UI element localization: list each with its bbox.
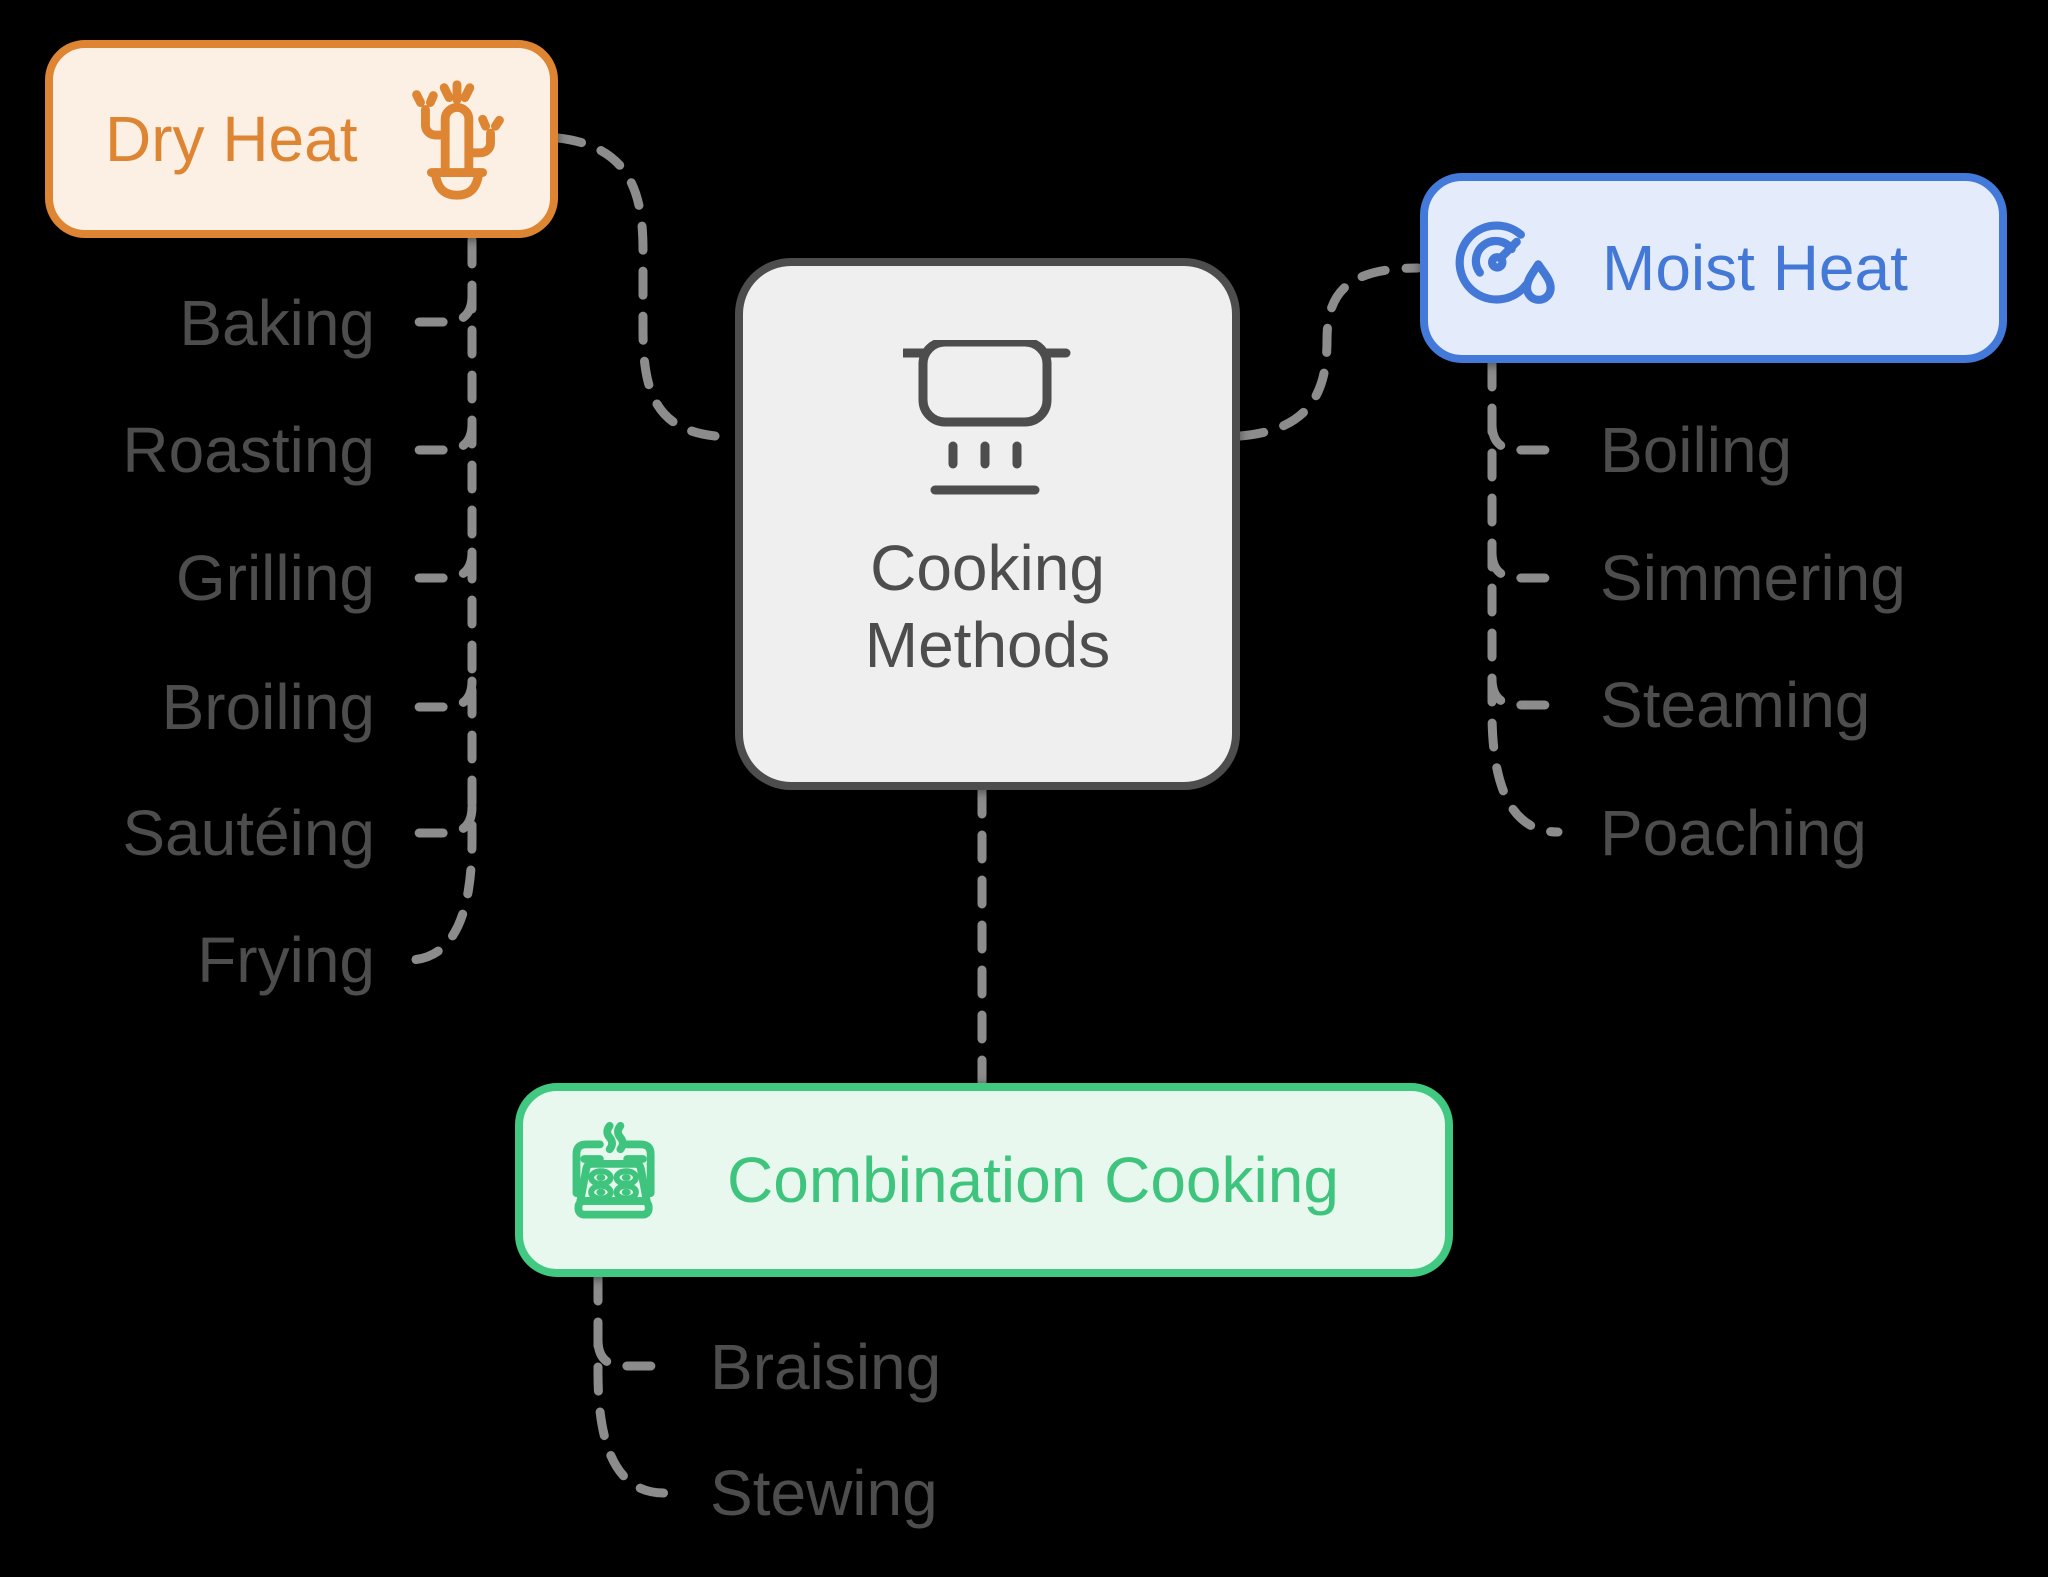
edge-moist-spine [1487,358,1563,837]
method-item-baking: Baking [179,287,375,359]
method-item-poaching: Poaching [1600,797,1867,869]
edge-dry-grilling [400,547,477,583]
edge-moist-steaming [1487,674,1562,710]
node-combination-cooking: Combination Cooking [515,1083,1453,1277]
method-item-broiling: Broiling [161,671,375,743]
edge-dry-broiling [400,676,477,712]
oven-tray-icon [572,1121,655,1219]
method-item-boiling: Boiling [1600,414,1793,486]
edge-center-moistheat [1235,263,1423,441]
method-item-sauteing: Sautéing [122,797,375,869]
method-item-roasting: Roasting [122,414,375,486]
edge-dry-spine [403,235,477,965]
edge-dry-sauteing [400,802,477,838]
edge-combo-spine [593,1272,669,1498]
edge-moist-boiling [1487,419,1562,455]
edge-dryheat-center [553,133,740,442]
node-dry-heat: Dry Heat [45,40,558,238]
edge-combo-braising [593,1335,668,1371]
method-item-braising: Braising [710,1331,942,1403]
node-moist-heat: Moist Heat [1420,173,2007,363]
moist-heat-label: Moist Heat [1602,232,1908,304]
center-title-line2: Methods [864,609,1111,681]
edge-dry-baking [400,291,477,327]
method-item-frying: Frying [197,924,375,996]
edge-dry-roasting [400,419,477,455]
method-item-steaming: Steaming [1600,669,1871,741]
gauge-droplet-icon [1455,221,1555,304]
combination-cooking-label: Combination Cooking [727,1144,1339,1216]
center-title-line1: Cooking [870,532,1105,604]
cactus-icon [411,80,504,200]
dry-heat-label: Dry Heat [105,103,358,175]
method-item-simmering: Simmering [1600,542,1906,614]
method-item-stewing: Stewing [710,1457,938,1529]
cooking-pot-icon [902,340,1070,495]
edge-moist-simmering [1487,547,1562,583]
method-item-grilling: Grilling [175,542,375,614]
node-cooking-methods: Cooking Methods [735,258,1240,790]
center-title: Cooking Methods [743,530,1232,684]
